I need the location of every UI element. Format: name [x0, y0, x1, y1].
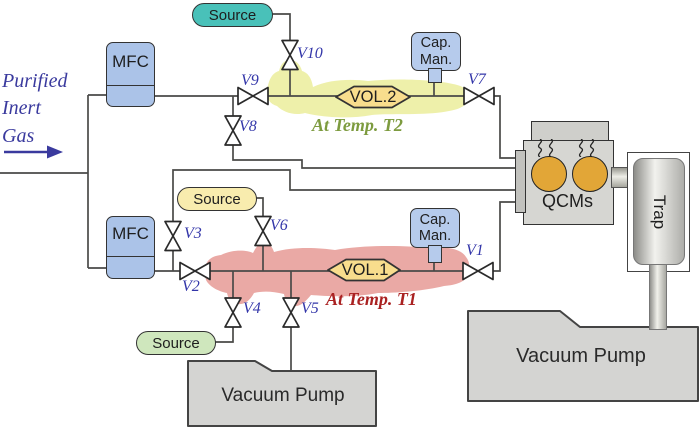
inlet-gas-label-line3: Gas [2, 125, 35, 147]
trap-to-pump-pipe [649, 262, 667, 330]
cap-man-bottom-line2: Man. [418, 228, 452, 244]
cap-man-bottom-box: Cap. Man. [410, 208, 460, 248]
valve-v2-icon [179, 261, 211, 281]
temperature-annotation-t2: At Temp. T2 [312, 115, 403, 135]
valve-label-v9: V9 [241, 72, 259, 89]
source-bottom-label: Source [152, 334, 200, 352]
source-middle-label: Source [193, 190, 241, 208]
vol2-label: VOL.2 [349, 88, 397, 106]
mfc-top-label: MFC [112, 52, 149, 71]
trap-label: Trap [649, 194, 669, 229]
qcms-label: QCMs [542, 191, 593, 211]
valve-label-v3: V3 [184, 225, 202, 242]
valve-v4-icon [224, 297, 242, 328]
spring-icon [589, 139, 595, 157]
mfc-bottom-divider [107, 256, 154, 257]
valve-v1-icon [462, 261, 494, 281]
inlet-gas-label-line2: Inert [2, 97, 41, 119]
valve-v9-icon [237, 86, 269, 106]
spring-icon [578, 139, 584, 157]
spring-icon [548, 139, 554, 157]
valve-v5-icon [282, 297, 300, 328]
valve-label-v4: V4 [243, 300, 261, 317]
source-bottom-oval: Source [136, 331, 216, 355]
gas-flow-arrow-icon [4, 145, 63, 159]
mfc-top-divider [107, 85, 154, 86]
valve-label-v8: V8 [239, 118, 257, 135]
mfc-top-box: MFC [106, 42, 155, 107]
temperature-annotation-t1: At Temp. T1 [326, 289, 417, 309]
cap-man-top-stem [428, 68, 442, 83]
qcm-springs [537, 139, 595, 157]
source-top-label: Source [208, 6, 257, 24]
valve-label-v2: V2 [182, 278, 200, 295]
vacuum-pump-right-label: Vacuum Pump [516, 345, 646, 367]
vacuum-pump-left-body [187, 360, 377, 427]
vol1-hexagon [327, 258, 401, 282]
valve-v7-icon [463, 86, 495, 106]
valve-label-v1: V1 [466, 242, 484, 259]
source-middle-oval: Source [177, 187, 257, 211]
valve-v3-icon [164, 220, 182, 252]
valve-v8-icon [224, 115, 242, 146]
cap-man-bottom-line1: Cap. [419, 211, 451, 228]
qcm-crystal-icon [531, 156, 567, 192]
vacuum-pump-left-label: Vacuum Pump [221, 385, 345, 406]
cap-man-bottom-stem [428, 245, 442, 263]
valve-v6-icon [254, 215, 272, 247]
source-top-oval: Source [192, 3, 273, 27]
trap-cylinder: Trap [633, 158, 685, 265]
mfc-bottom-label: MFC [112, 224, 149, 243]
mfc-bottom-box: MFC [106, 216, 155, 279]
valve-label-v6: V6 [270, 217, 288, 234]
vacuum-pump-right-body [467, 310, 699, 402]
inlet-gas-label-line1: Purified [2, 70, 68, 92]
cap-man-top-box: Cap. Man. [411, 32, 461, 71]
vol1-label: VOL.1 [341, 261, 389, 279]
valve-label-v5: V5 [301, 300, 319, 317]
cap-man-top-line1: Cap. [420, 35, 452, 52]
spring-icon [537, 139, 543, 157]
vol2-hexagon [335, 85, 411, 109]
qcm-crystal-icon [572, 156, 608, 192]
valve-label-v7: V7 [468, 71, 486, 88]
valve-label-v10: V10 [297, 45, 323, 62]
valve-v10-icon [281, 39, 299, 71]
cap-man-top-line2: Man. [419, 51, 453, 68]
qcm-inlet-flange [515, 150, 526, 213]
